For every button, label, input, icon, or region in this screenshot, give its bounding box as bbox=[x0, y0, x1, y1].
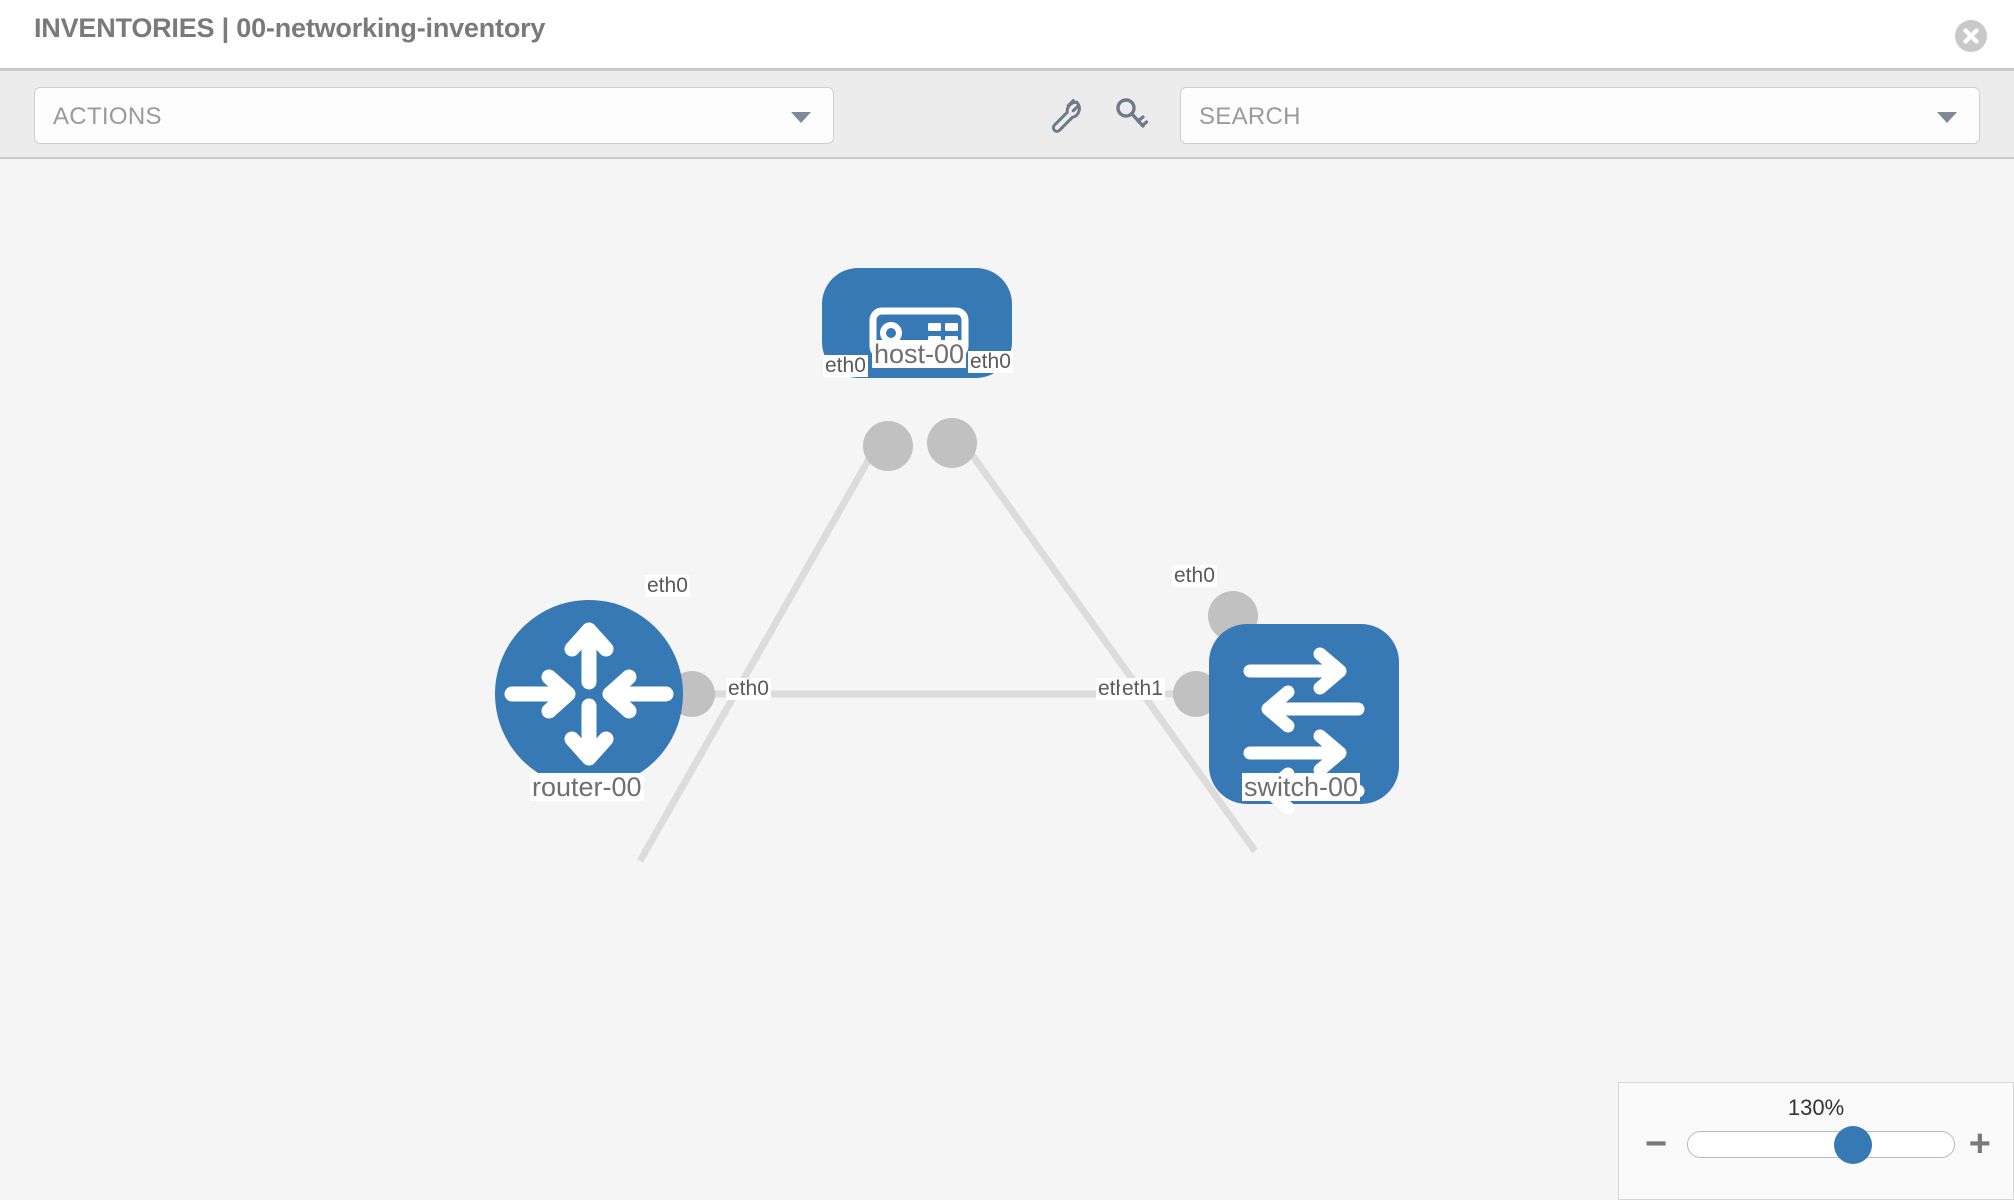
edge-label-host00-eth0-right: eth0 bbox=[968, 350, 1013, 374]
endpoint-switch00-eth1 bbox=[1173, 671, 1219, 717]
zoom-in-button[interactable]: + bbox=[1968, 1123, 1991, 1165]
zoom-slider[interactable] bbox=[1687, 1126, 1955, 1164]
edge-label-router00-uplink-eth0: eth0 bbox=[645, 574, 690, 598]
node-label-switch-00: switch-00 bbox=[1242, 772, 1361, 802]
topology-canvas[interactable]: host-00 router-00 switch-00 eth0 eth0 et… bbox=[0, 161, 2014, 1200]
node-router-00[interactable] bbox=[495, 600, 683, 788]
node-label-host-00: host-00 bbox=[872, 339, 967, 369]
search-placeholder: SEARCH bbox=[1199, 103, 1301, 130]
toolbar: ACTIONS SEARCH bbox=[0, 68, 2014, 159]
wrench-icon[interactable] bbox=[1042, 93, 1086, 137]
close-icon[interactable] bbox=[1955, 20, 1987, 52]
zoom-out-button[interactable]: − bbox=[1645, 1123, 1668, 1165]
endpoint-host00-eth0-left bbox=[863, 421, 913, 471]
router-arrows-icon bbox=[504, 622, 674, 766]
link-host00-switch00 bbox=[952, 428, 1258, 854]
link-host00-router00 bbox=[636, 429, 889, 863]
actions-dropdown-label: ACTIONS bbox=[53, 103, 162, 130]
search-input[interactable]: SEARCH bbox=[1180, 87, 1980, 144]
edge-label-router00-eth0: eth0 bbox=[726, 677, 771, 701]
edge-label-switch00-eth1: eth1 bbox=[1120, 677, 1165, 701]
endpoint-host00-eth0-right bbox=[927, 418, 977, 468]
actions-dropdown[interactable]: ACTIONS bbox=[34, 87, 834, 144]
node-label-router-00: router-00 bbox=[530, 772, 644, 802]
topology-endpoints bbox=[669, 418, 1258, 717]
title-bar: INVENTORIES | 00-networking-inventory bbox=[0, 0, 2014, 68]
topology-links bbox=[636, 428, 1258, 863]
key-icon[interactable] bbox=[1110, 93, 1154, 137]
zoom-slider-thumb[interactable] bbox=[1833, 1126, 1872, 1164]
edge-label-host00-eth0-left: eth0 bbox=[823, 354, 868, 378]
edge-label-switch00-uplink-eth0: eth0 bbox=[1172, 564, 1217, 588]
topology-graph bbox=[495, 268, 1399, 863]
zoom-level-value: 130% bbox=[1787, 1095, 1845, 1120]
page-title: INVENTORIES | 00-networking-inventory bbox=[34, 13, 546, 43]
zoom-control: 130% − + bbox=[1618, 1082, 2014, 1200]
search-chevron-down-icon[interactable] bbox=[1937, 112, 1957, 123]
chevron-down-icon bbox=[791, 112, 811, 123]
